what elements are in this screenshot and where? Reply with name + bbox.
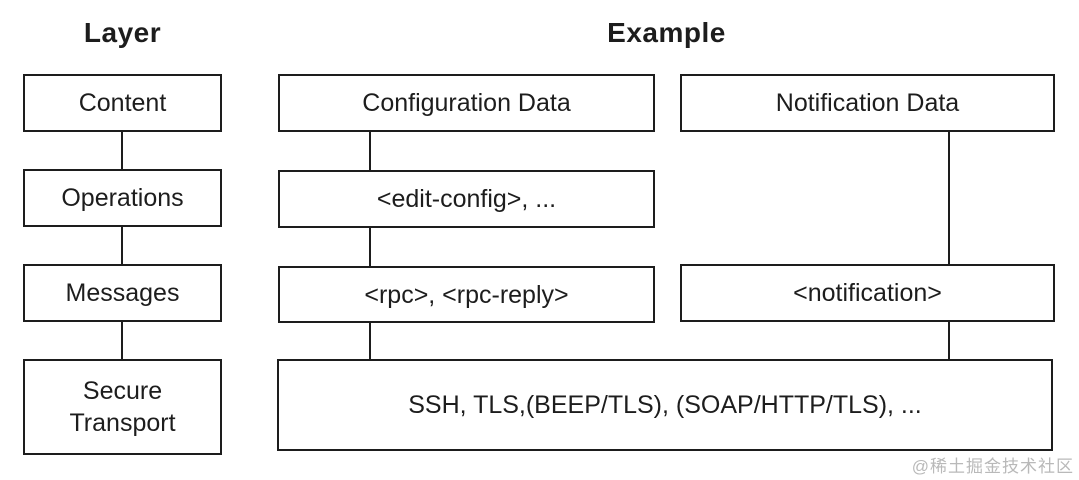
- messages-layer-box: Messages: [23, 264, 222, 322]
- juejin-watermark: @稀土掘金技术社区: [911, 457, 1074, 476]
- secure-transport-layer-box: Secure Transport: [23, 359, 222, 455]
- configuration-data-box: Configuration Data: [278, 74, 655, 132]
- transport-examples-box: SSH, TLS,(BEEP/TLS), (SOAP/HTTP/TLS), ..…: [277, 359, 1053, 451]
- connector-notifdata-notification: [948, 132, 950, 264]
- notification-data-box: Notification Data: [680, 74, 1055, 132]
- content-layer-box: Content: [23, 74, 222, 132]
- operations-layer-box: Operations: [23, 169, 222, 227]
- rpc-rpc-reply-box: <rpc>, <rpc-reply>: [278, 266, 655, 323]
- connector-notification-transport: [948, 322, 950, 359]
- edit-config-box: <edit-config>, ...: [278, 170, 655, 228]
- connector-content-operations: [121, 132, 123, 169]
- connector-messages-secure-transport: [121, 322, 123, 359]
- connector-editconfig-rpc: [369, 228, 371, 266]
- connector-configdata-editconfig: [369, 132, 371, 170]
- connector-rpc-transport: [369, 323, 371, 359]
- layer-column-header: Layer: [83, 17, 162, 48]
- notification-box: <notification>: [680, 264, 1055, 322]
- connector-operations-messages: [121, 227, 123, 264]
- example-column-header: Example: [607, 17, 726, 48]
